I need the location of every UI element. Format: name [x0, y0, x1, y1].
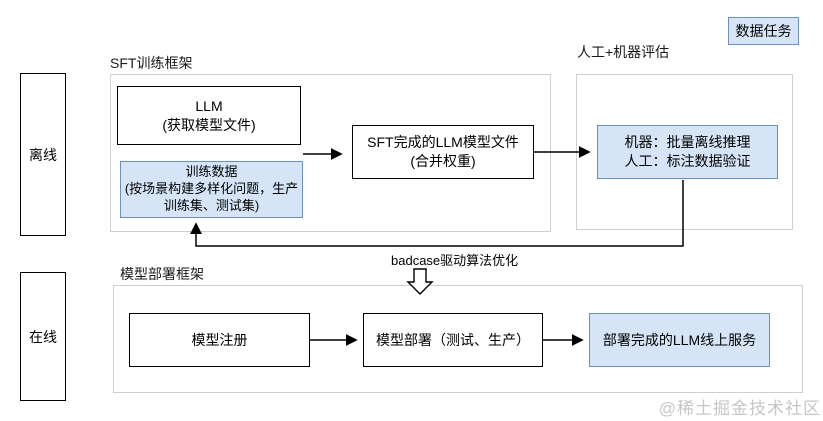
badcase-feedback-label: badcase驱动算法优化: [391, 253, 519, 268]
sft-model-line2: (合并权重): [410, 153, 476, 169]
lane-offline-label: 离线: [29, 146, 57, 163]
eval-node: 机器：批量离线推理 人工：标注数据验证: [597, 125, 778, 179]
training-data-line1: 训练数据: [185, 164, 238, 180]
llm-node-line1: LLM: [195, 97, 223, 114]
eval-frame-title: 人工+机器评估: [577, 44, 670, 60]
sft-frame-title: SFT训练框架: [110, 55, 193, 71]
model-deploy-label: 模型部署（测试、生产）: [376, 331, 530, 348]
llm-node: LLM (获取模型文件): [117, 86, 301, 145]
model-deploy-node: 模型部署（测试、生产）: [363, 313, 543, 367]
eval-node-line2: 人工：标注数据验证: [624, 153, 751, 169]
watermark: @稀土掘金技术社区: [658, 399, 821, 418]
online-service-node: 部署完成的LLM线上服务: [589, 313, 770, 367]
hollow-down-arrow-icon: [406, 268, 434, 295]
arrow-eval-feedback-to-training-data: [190, 180, 684, 247]
llm-node-line2: (获取模型文件): [162, 116, 256, 133]
lane-online: 在线: [20, 272, 66, 401]
sft-model-node: SFT完成的LLM模型文件 (合并权重): [352, 125, 534, 179]
sft-model-line1: SFT完成的LLM模型文件: [367, 134, 519, 151]
data-task-label: 数据任务: [735, 22, 792, 39]
model-register-node: 模型注册: [129, 313, 310, 367]
online-service-label: 部署完成的LLM线上服务: [602, 331, 757, 348]
training-data-node: 训练数据 (按场景构建多样化问题，生产 训练集、测试集): [120, 161, 303, 218]
lane-online-label: 在线: [29, 328, 57, 345]
eval-node-line1: 机器：批量离线推理: [624, 134, 751, 151]
model-register-label: 模型注册: [191, 331, 248, 348]
deploy-frame-title: 模型部署框架: [120, 266, 204, 282]
training-data-line3: 训练集、测试集): [163, 197, 260, 213]
data-task-node: 数据任务: [728, 17, 799, 45]
training-data-line2: (按场景构建多样化问题，生产: [124, 181, 299, 197]
lane-offline: 离线: [20, 73, 66, 236]
